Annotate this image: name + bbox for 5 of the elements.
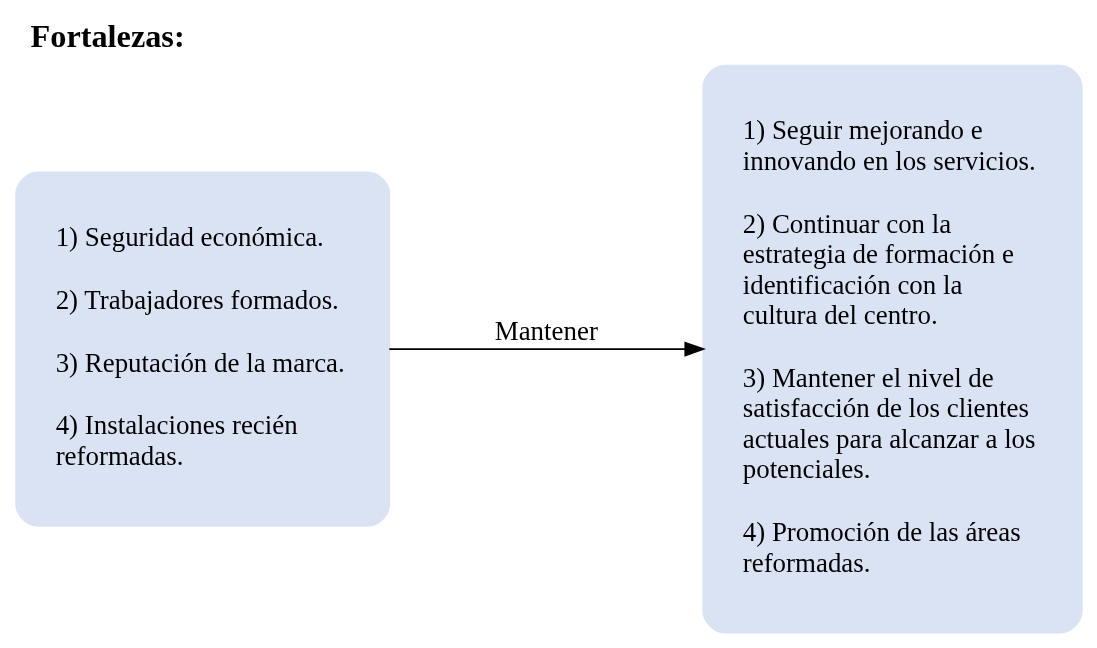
diagram-title: Fortalezas:: [30, 17, 185, 54]
arrow: [387, 341, 706, 357]
node-box: 1) Seguridad económica. 2) Trabajadores formados. 3) Reputación de la marca. 4) Instalaciones recién reformadas.: [14, 171, 390, 527]
node-box: 1) Seguir mejorando e innovando en los servicios. 2) Continuar con la estrategia de formación e identificación con la cultura del centro. 3) Mantener el nivel de satisfacción de los clientes actuales para alcanzar a los potenciales. 4) Promoción de las áreas reformadas.: [701, 64, 1083, 634]
edge-label: Mantener: [494, 316, 598, 347]
